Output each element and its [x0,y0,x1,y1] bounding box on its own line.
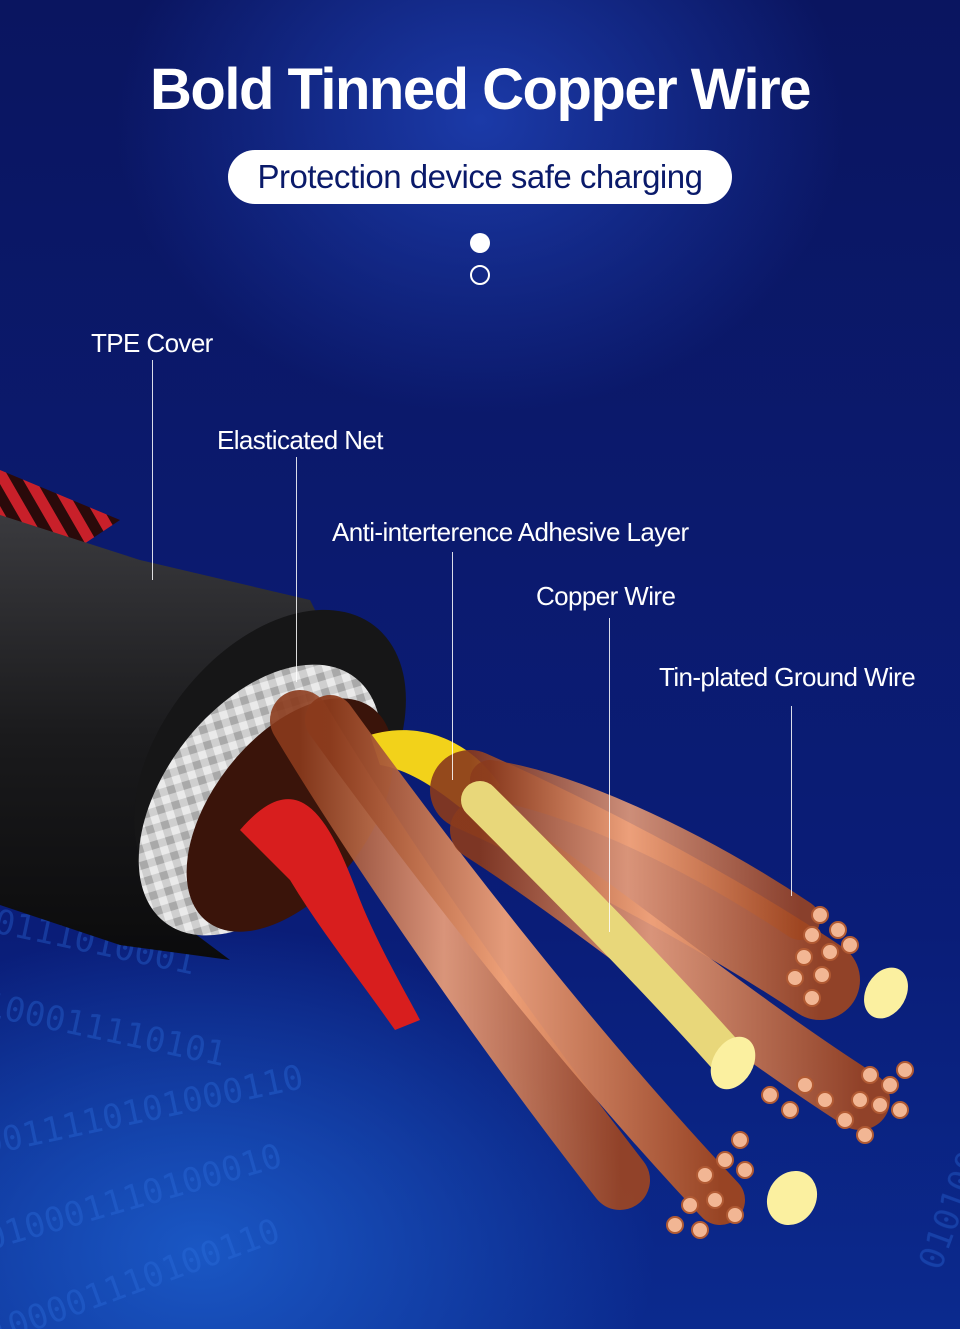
label-copper-wire: Copper Wire [536,581,676,611]
page-title: Bold Tinned Copper Wire [150,57,811,122]
label-tpe-cover: TPE Cover [91,328,213,358]
label-elasticated-net: Elasticated Net [217,425,383,455]
label-ground-wire: Tin-plated Ground Wire [659,662,916,692]
subtitle-pill: Protection device safe charging [228,150,732,204]
leader-line-ground-wire [791,706,792,896]
svg-text:0101001: 0101001 [911,1127,960,1275]
carousel-dot-active[interactable] [470,233,490,253]
carousel-dot-inactive[interactable] [470,265,490,285]
label-adhesive-layer: Anti-interterence Adhesive Layer [332,517,689,547]
leader-line-tpe-cover [152,360,153,580]
leader-line-copper-wire [609,618,610,932]
leader-line-elasticated-net [296,457,297,682]
svg-text:100011110101: 100011110101 [0,985,229,1075]
leader-line-adhesive-layer [452,552,453,780]
